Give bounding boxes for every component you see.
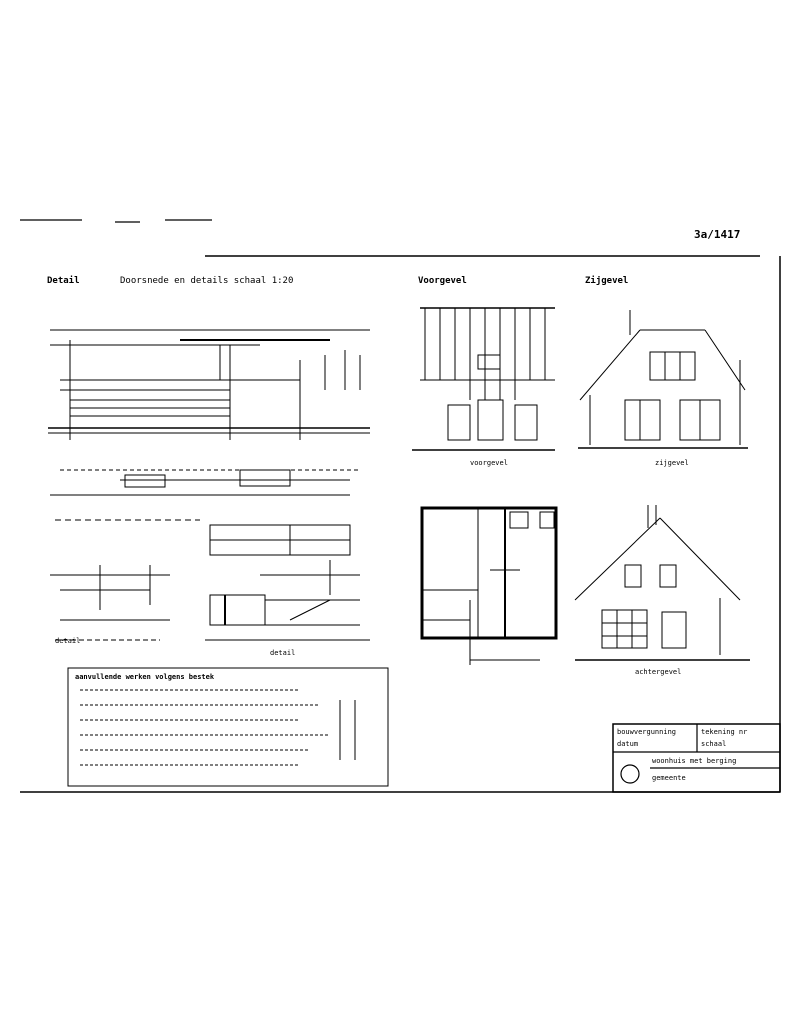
detail-title: Detail [47, 276, 80, 286]
sheet-code: 3a/1417 [694, 228, 741, 241]
rear-elevation [574, 505, 750, 661]
notes-block [67, 667, 389, 787]
title-block-row2-left: datum [617, 740, 639, 748]
front-elevation-title: Voorgevel [418, 276, 467, 286]
title-block-row4: gemeente [652, 774, 686, 782]
detail-drawings [50, 524, 370, 641]
floor-plan [420, 506, 558, 665]
side-elevation-caption: zijgevel [655, 459, 689, 467]
side-elevation [578, 310, 748, 449]
detail-caption-left: detail [55, 637, 81, 645]
header-lines [20, 219, 781, 793]
detail-subtitle: Doorsnede en details schaal 1:20 [120, 276, 294, 286]
title-block-row2-right: schaal [701, 740, 727, 748]
notes-title: aanvullende werken volgens bestek [75, 673, 215, 681]
front-elevation [412, 307, 555, 451]
side-elevation-title: Zijgevel [585, 276, 629, 286]
title-block-row1-right: tekening nr [701, 728, 748, 736]
title-block [612, 723, 781, 793]
title-block-row3: woonhuis met berging [652, 757, 737, 765]
detail-caption-right: detail [270, 649, 296, 657]
front-elevation-caption: voorgevel [470, 459, 508, 467]
section-drawing [48, 329, 370, 521]
title-block-row1-left: bouwvergunning [617, 728, 677, 736]
rear-elevation-caption: achtergevel [635, 668, 682, 676]
